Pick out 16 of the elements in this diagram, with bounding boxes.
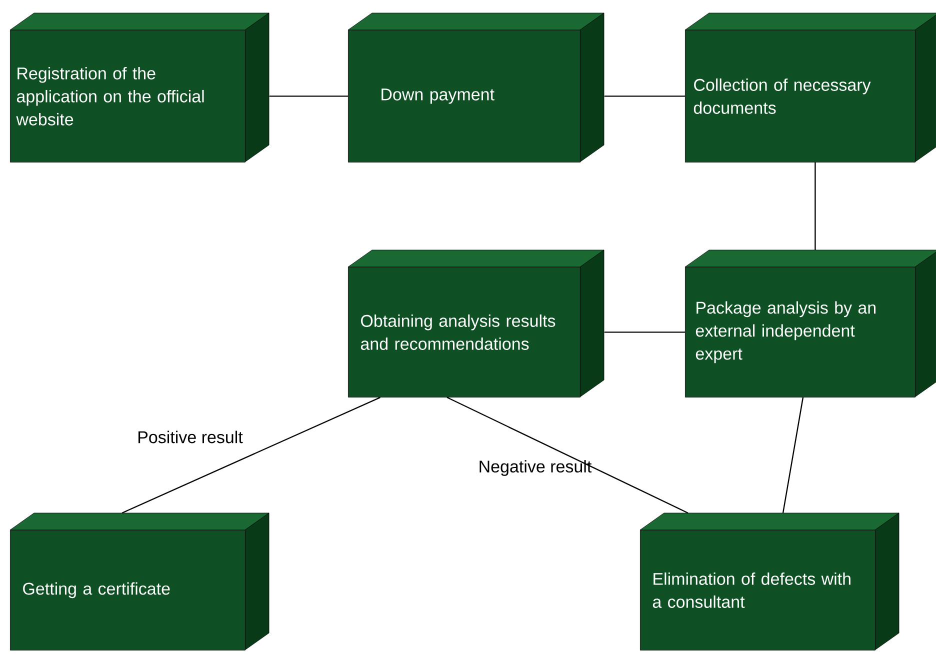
node-box: Elimination of defects with a consultant xyxy=(640,512,900,650)
connector-line xyxy=(814,162,816,250)
connector-line xyxy=(604,96,685,97)
node-box: Collection of necessary documents xyxy=(684,12,936,162)
node-box: Package analysis by an external independent expert xyxy=(684,250,936,398)
connector-line xyxy=(782,397,804,514)
node-box: Getting a certificate xyxy=(10,512,270,650)
connector-line xyxy=(269,96,348,97)
connector-line xyxy=(446,396,688,514)
edge-label: Negative result xyxy=(480,460,592,476)
node-box: Registration of the application on the official website xyxy=(10,12,270,162)
connector-line xyxy=(604,332,685,333)
node-box: Down payment xyxy=(348,12,604,162)
connector-line xyxy=(122,396,380,514)
node-box: Obtaining analysis results and recommendations xyxy=(348,250,604,398)
edge-label: Positive result xyxy=(138,430,243,444)
